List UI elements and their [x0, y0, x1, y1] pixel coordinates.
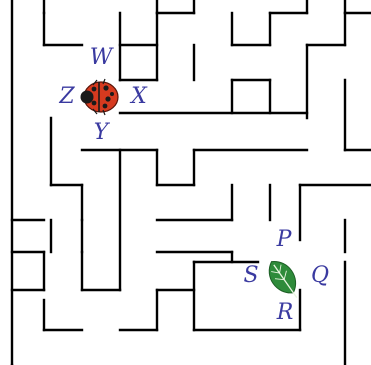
ladybug-label-left: Z: [58, 84, 75, 109]
ladybug-group: W X Y Z: [58, 45, 148, 145]
ladybug-label-right: X: [129, 84, 148, 109]
ladybug-label-down: Y: [94, 120, 111, 145]
ladybug-label-up: W: [90, 45, 115, 70]
leaf-label-right: Q: [311, 263, 329, 288]
maze-walls: [12, 0, 371, 365]
leaf-group: P Q R S: [243, 227, 329, 325]
leaf-label-left: S: [243, 263, 258, 288]
ladybug-icon: [81, 79, 119, 115]
leaf-label-down: R: [276, 300, 294, 325]
leaf-label-up: P: [276, 227, 293, 252]
